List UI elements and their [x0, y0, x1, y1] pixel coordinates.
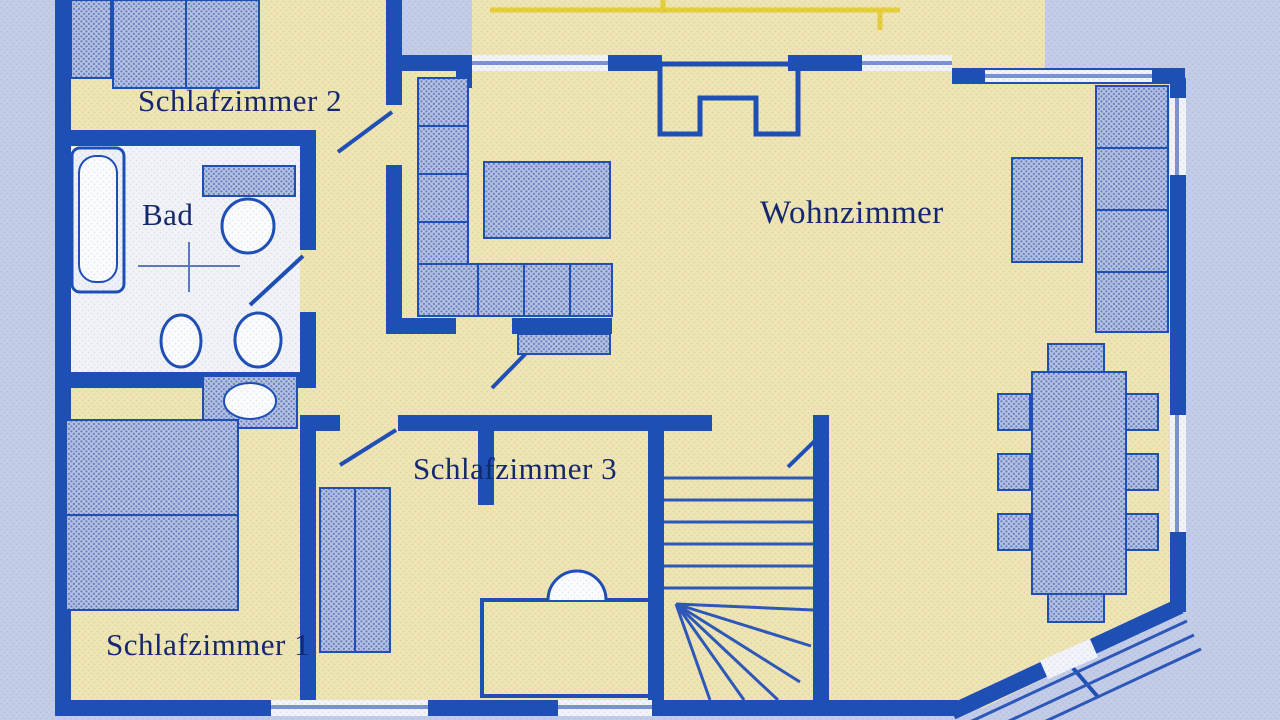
room-label-bad: Bad [142, 197, 194, 232]
room-label-schlafzimmer-2: Schlafzimmer 2 [138, 83, 343, 118]
room-label-schlafzimmer-1: Schlafzimmer 1 [106, 627, 311, 662]
room-label-wohnzimmer: Wohnzimmer [760, 195, 944, 231]
room-label-schlafzimmer-3: Schlafzimmer 3 [413, 451, 618, 486]
